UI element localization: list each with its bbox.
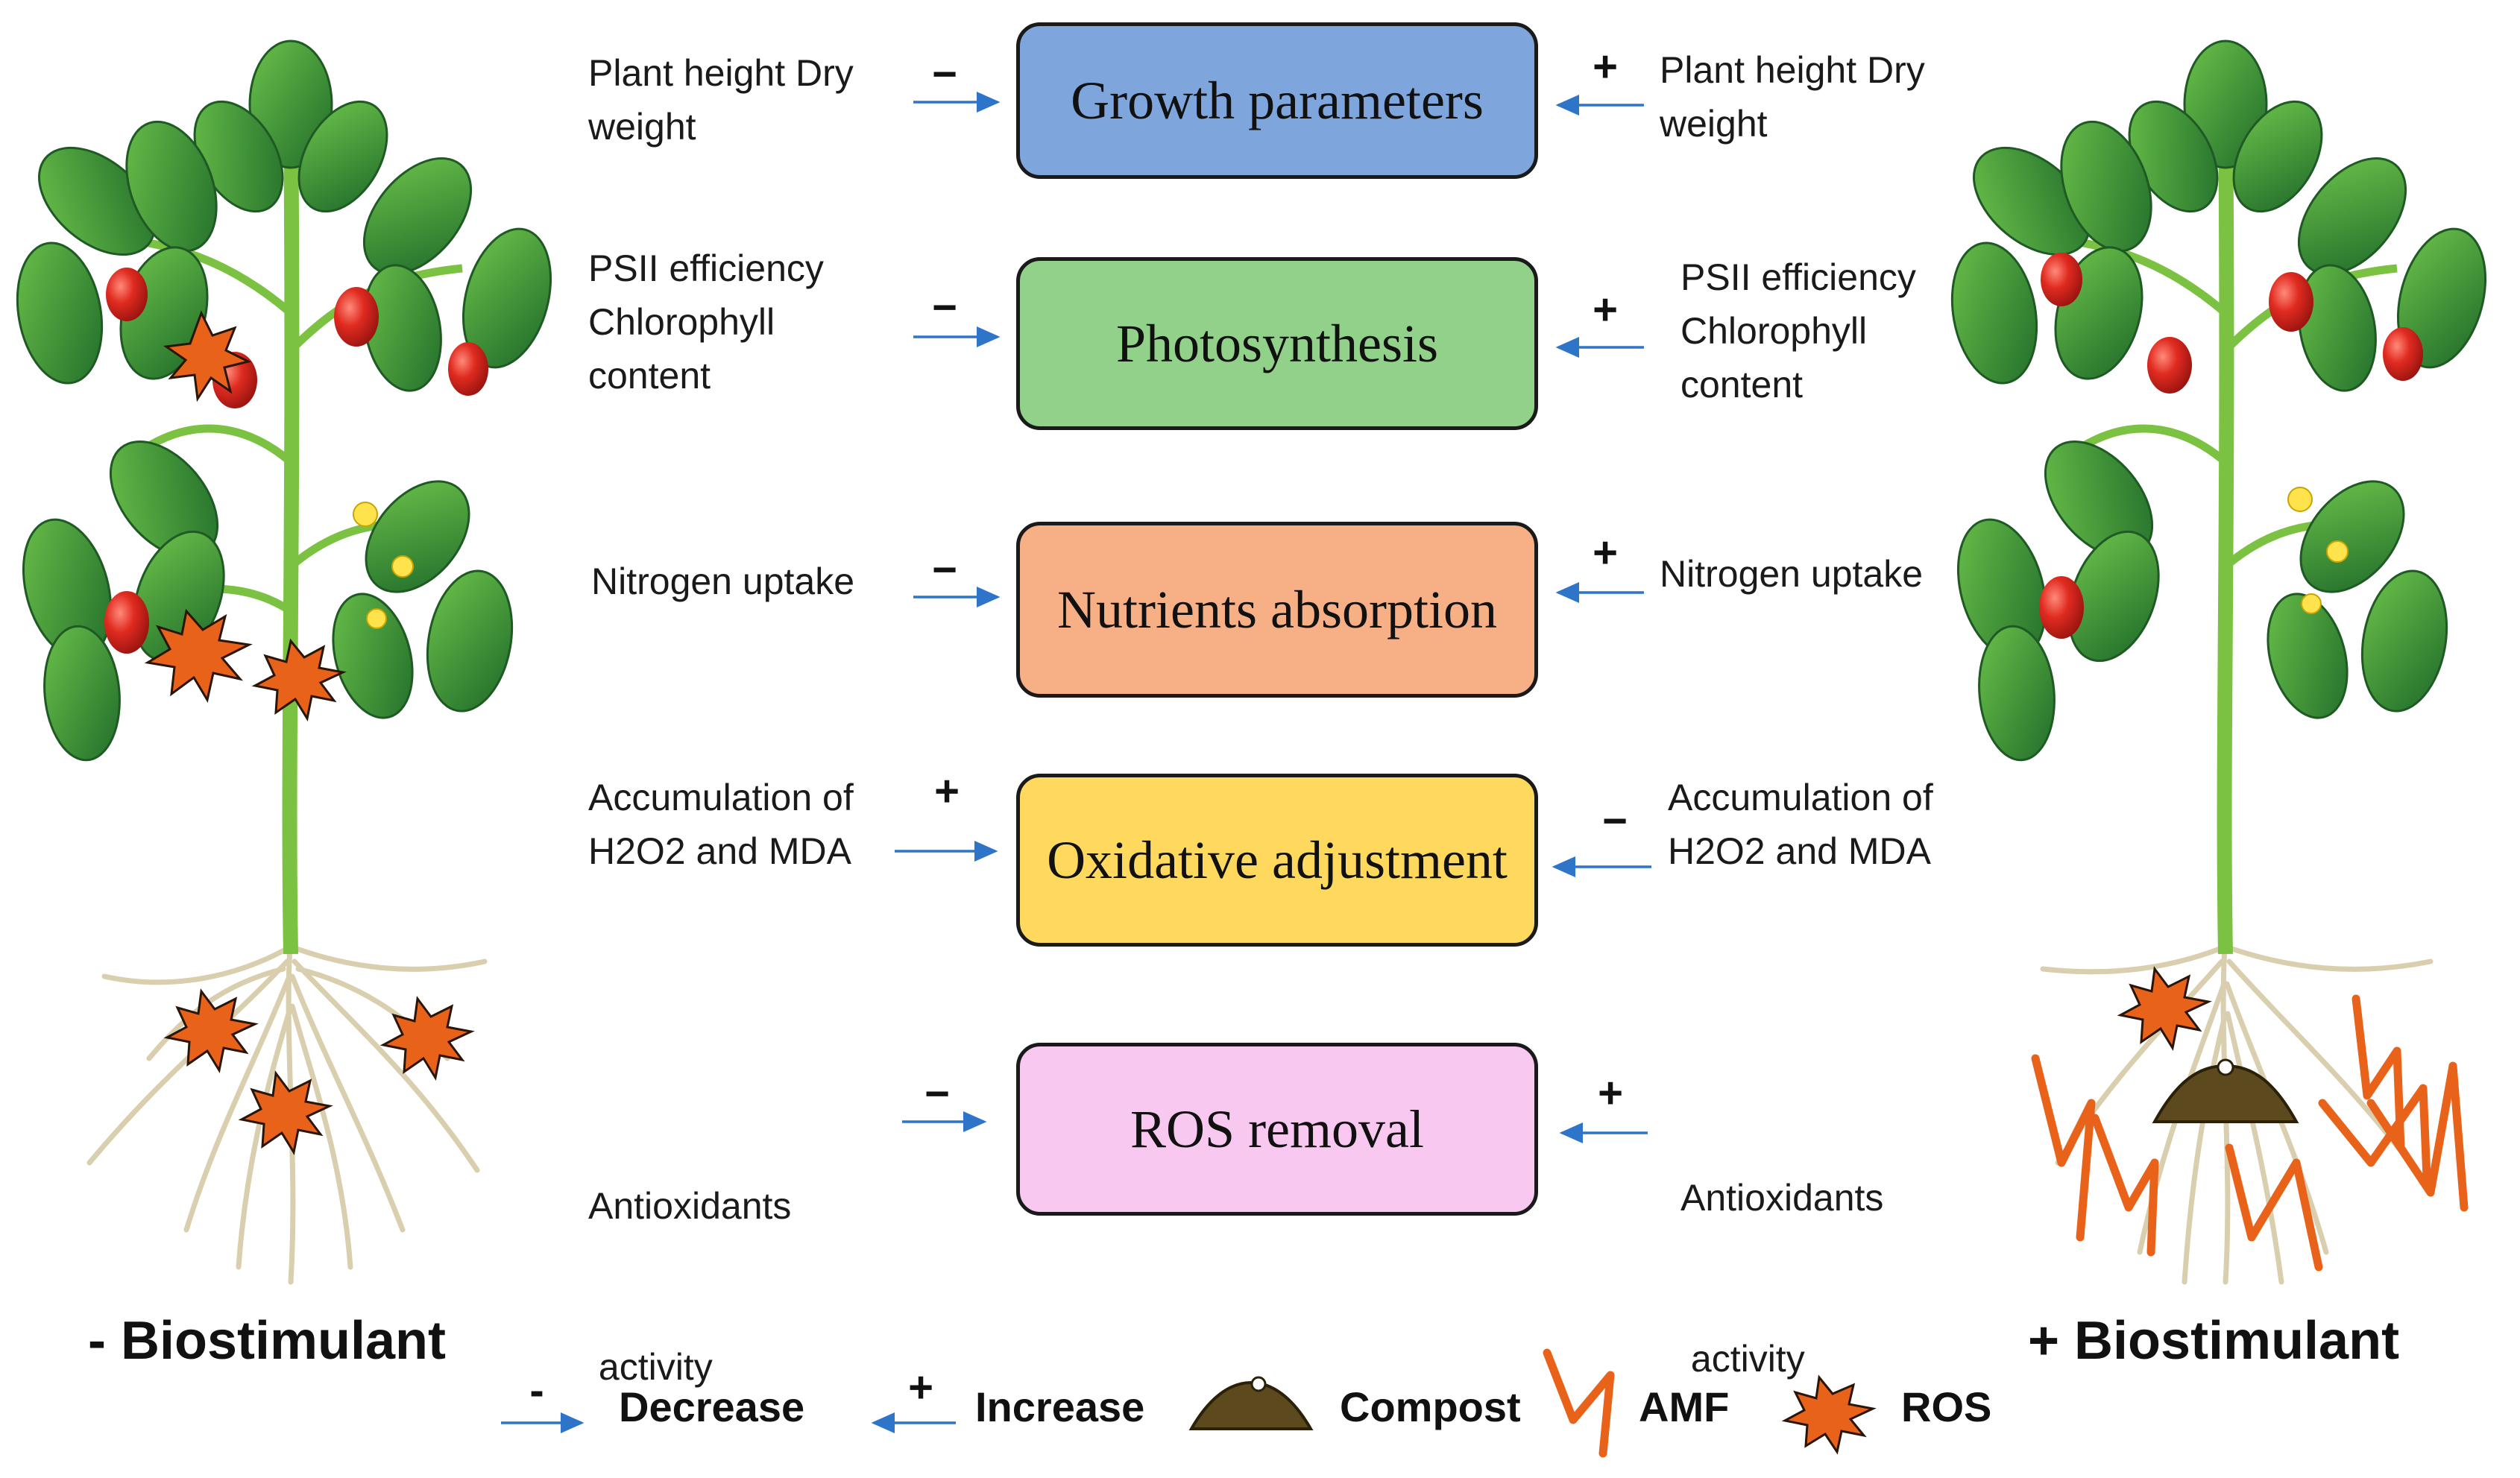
right-plant-stem xyxy=(2217,111,2234,955)
right-plant-flowers xyxy=(2287,487,2349,614)
left-plant xyxy=(16,40,552,1285)
legend-ros-icon xyxy=(1781,1374,1877,1455)
left-label-growth-line-2: weight xyxy=(588,106,696,148)
box-photosynthesis: Photosynthesis xyxy=(1016,257,1538,430)
left-plant-label: - Biostimulant xyxy=(88,1311,446,1371)
left-label-oxidative: Accumulation of H2O2 and MDA xyxy=(588,771,854,878)
legend-compost-label: Compost xyxy=(1340,1383,1521,1430)
left-label-ros-line-1: Antioxidants xyxy=(588,1185,792,1227)
right-label-photosynthesis: PSII efficiency Chlorophyll content xyxy=(1680,250,1916,411)
left-label-photosynthesis: PSII efficiency Chlorophyll content xyxy=(588,241,824,402)
left-sign-nutrients: − xyxy=(932,546,957,594)
left-label-nutrients: Nitrogen uptake xyxy=(591,555,854,608)
box-ros-removal: ROS removal xyxy=(1016,1043,1538,1216)
left-sign-oxidative: + xyxy=(934,767,960,815)
left-sign-ros: − xyxy=(924,1070,950,1118)
right-plant-amf xyxy=(2031,994,2469,1272)
left-plant-flowers xyxy=(353,502,414,629)
legend-ros-label: ROS xyxy=(1901,1383,1992,1430)
left-plant-tomatoes xyxy=(104,268,488,654)
left-sign-growth: − xyxy=(932,50,957,98)
right-sign-photosynthesis: + xyxy=(1593,285,1618,334)
left-label-oxidative-line-2: H2O2 and MDA xyxy=(588,830,851,872)
legend-decrease-label: Decrease xyxy=(619,1383,805,1430)
right-label-ros-line-2: activity xyxy=(1680,1338,1805,1380)
right-label-oxidative-line-1: Accumulation of xyxy=(1668,777,1933,818)
right-sign-nutrients: + xyxy=(1593,528,1618,577)
right-label-oxidative: Accumulation of H2O2 and MDA xyxy=(1668,771,1933,878)
box-nutrients-absorption: Nutrients absorption xyxy=(1016,522,1538,698)
box-growth-parameters: Growth parameters xyxy=(1016,22,1538,179)
left-label-growth-line-1: Plant height Dry xyxy=(588,52,854,94)
box-oxidative-adjustment: Oxidative adjustment xyxy=(1016,774,1538,947)
legend-amf-label: AMF xyxy=(1639,1383,1730,1430)
legend-increase-label: Increase xyxy=(975,1383,1145,1430)
right-sign-ros: + xyxy=(1598,1069,1623,1117)
left-label-nutrients-line-1: Nitrogen uptake xyxy=(591,560,855,602)
left-plant-stem xyxy=(282,111,300,955)
left-label-growth: Plant height Dry weight xyxy=(588,46,854,154)
right-plant-ros xyxy=(2117,966,2212,1052)
right-label-ros: Antioxidants activity xyxy=(1680,1064,1883,1439)
right-plant-leaves xyxy=(1950,40,2487,762)
right-label-ros-line-1: Antioxidants xyxy=(1680,1177,1884,1219)
left-label-photosynthesis-line-3: content xyxy=(588,355,711,397)
legend-compost-icon xyxy=(1188,1376,1314,1430)
left-label-ros-line-2: activity xyxy=(588,1346,713,1388)
right-label-nutrients-line-1: Nitrogen uptake xyxy=(1660,553,1924,595)
legend-amf-icon xyxy=(1543,1348,1615,1458)
right-label-oxidative-line-2: H2O2 and MDA xyxy=(1668,830,1931,872)
right-label-growth-line-2: weight xyxy=(1660,103,1768,145)
left-label-oxidative-line-1: Accumulation of xyxy=(588,777,854,818)
right-plant-label: + Biostimulant xyxy=(2028,1311,2400,1371)
left-label-ros: Antioxidants activity xyxy=(588,1072,791,1447)
left-label-photosynthesis-line-2: Chlorophyll xyxy=(588,301,775,343)
left-plant-leaves xyxy=(16,40,552,762)
right-label-growth-line-1: Plant height Dry xyxy=(1660,49,1925,91)
right-sign-oxidative: − xyxy=(1602,797,1628,845)
legend-decrease-sign: - xyxy=(529,1366,544,1415)
legend-increase-sign: + xyxy=(908,1363,933,1412)
right-plant xyxy=(1950,40,2487,1285)
left-sign-photosynthesis: − xyxy=(932,283,957,332)
right-plant-compost xyxy=(2152,1058,2299,1123)
left-plant-roots xyxy=(86,929,488,1285)
left-plant-ros xyxy=(144,310,475,1156)
right-label-nutrients: Nitrogen uptake xyxy=(1660,547,1923,601)
right-label-photosynthesis-line-2: Chlorophyll xyxy=(1680,310,1868,352)
right-sign-growth: + xyxy=(1593,42,1618,91)
left-label-photosynthesis-line-1: PSII efficiency xyxy=(588,247,824,289)
right-label-photosynthesis-line-1: PSII efficiency xyxy=(1680,256,1916,298)
right-label-growth: Plant height Dry weight xyxy=(1660,43,1925,151)
arrows xyxy=(501,92,1651,1433)
right-label-photosynthesis-line-3: content xyxy=(1680,364,1804,405)
right-plant-tomatoes xyxy=(2039,253,2423,639)
